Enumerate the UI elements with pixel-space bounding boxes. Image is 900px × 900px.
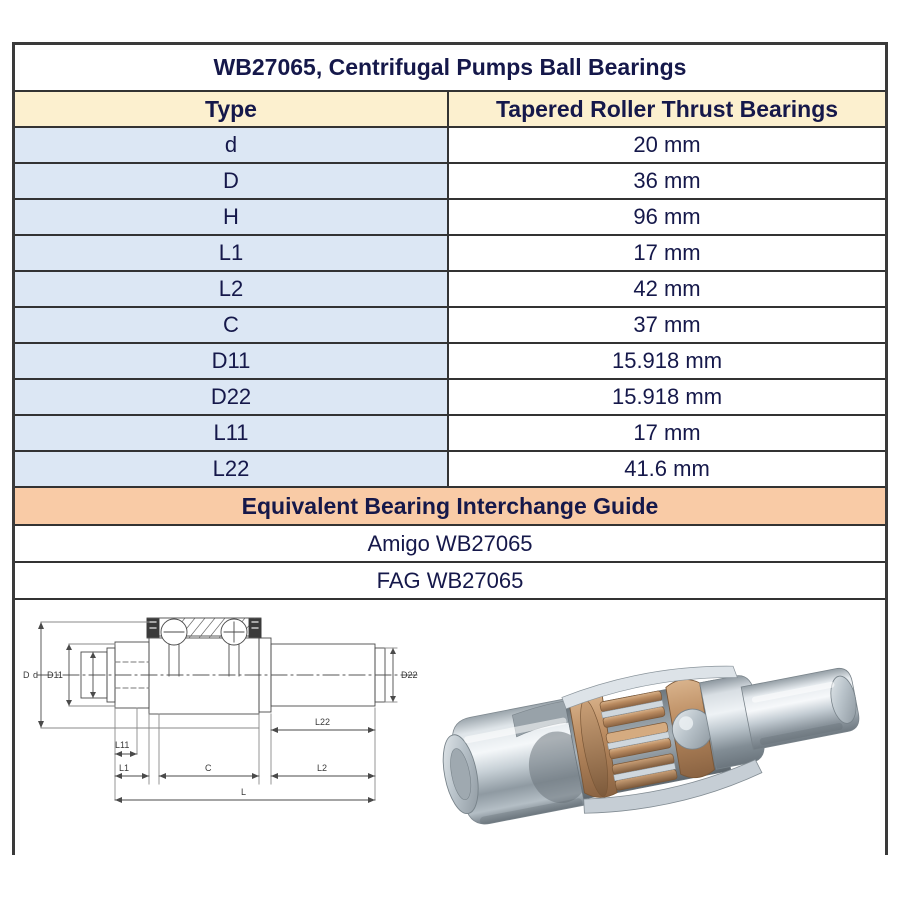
figure-area: D d D11 D22 L11 L1 C L2 L22 L	[15, 600, 885, 885]
spec-value: 37 mm	[447, 306, 885, 344]
spec-key: L22	[15, 450, 449, 488]
spec-value: 42 mm	[447, 270, 885, 308]
bearing-photo	[427, 596, 887, 866]
spec-value: 17 mm	[447, 234, 885, 272]
label-l11: L11	[115, 740, 129, 750]
label-l1: L1	[119, 763, 129, 773]
column-header-type: Type	[15, 90, 449, 128]
spec-value: 20 mm	[447, 126, 885, 164]
table-row: C 37 mm	[15, 306, 885, 344]
spec-key: L11	[15, 414, 449, 452]
spec-key: D22	[15, 378, 449, 416]
spec-key: C	[15, 306, 449, 344]
label-d22: D22	[401, 670, 418, 680]
label-outer-diameter: D	[23, 670, 30, 680]
bearing-photo-svg	[442, 665, 860, 825]
spec-value: 17 mm	[447, 414, 885, 452]
column-header-row: Type Tapered Roller Thrust Bearings	[15, 90, 885, 128]
spec-value: 15.918 mm	[447, 342, 885, 380]
table-row: D 36 mm	[15, 162, 885, 200]
spec-value: 41.6 mm	[447, 450, 885, 488]
table-row: L22 41.6 mm	[15, 450, 885, 488]
spec-key: H	[15, 198, 449, 236]
table-row: L2 42 mm	[15, 270, 885, 308]
technical-drawing-svg: D d D11 D22 L11 L1 C L2 L22 L	[23, 617, 420, 803]
table-row: d 20 mm	[15, 126, 885, 164]
table-body: WB27065, Centrifugal Pumps Ball Bearings…	[15, 45, 885, 600]
table-row: H 96 mm	[15, 198, 885, 236]
spec-key: L1	[15, 234, 449, 272]
spec-card: WB27065, Centrifugal Pumps Ball Bearings…	[12, 42, 888, 885]
label-c: C	[205, 763, 212, 773]
spec-key: D	[15, 162, 449, 200]
table-row: L1 17 mm	[15, 234, 885, 272]
bearing-body	[442, 665, 860, 825]
interchange-banner: Equivalent Bearing Interchange Guide	[15, 486, 885, 526]
page-title: WB27065, Centrifugal Pumps Ball Bearings	[15, 45, 885, 92]
spec-value: 36 mm	[447, 162, 885, 200]
spec-key: L2	[15, 270, 449, 308]
interchange-entry: FAG WB27065	[15, 561, 885, 600]
specification-table: WB27065, Centrifugal Pumps Ball Bearings…	[15, 45, 885, 600]
interchange-entry: Amigo WB27065	[15, 524, 885, 563]
spec-key: d	[15, 126, 449, 164]
spec-value: 96 mm	[447, 198, 885, 236]
table-row: D11 15.918 mm	[15, 342, 885, 380]
spec-key: D11	[15, 342, 449, 380]
title-row: WB27065, Centrifugal Pumps Ball Bearings	[15, 45, 885, 92]
spec-value: 15.918 mm	[447, 378, 885, 416]
label-d11: D11	[47, 670, 63, 680]
technical-drawing: D d D11 D22 L11 L1 C L2 L22 L	[19, 604, 439, 819]
label-l2: L2	[317, 763, 327, 773]
interchange-row: Amigo WB27065	[15, 524, 885, 563]
interchange-banner-row: Equivalent Bearing Interchange Guide	[15, 486, 885, 526]
label-l: L	[241, 787, 246, 797]
interchange-row: FAG WB27065	[15, 561, 885, 600]
column-header-value: Tapered Roller Thrust Bearings	[447, 90, 885, 128]
table-row: D22 15.918 mm	[15, 378, 885, 416]
label-l22: L22	[315, 717, 330, 727]
table-row: L11 17 mm	[15, 414, 885, 452]
label-bore: d	[33, 670, 38, 680]
